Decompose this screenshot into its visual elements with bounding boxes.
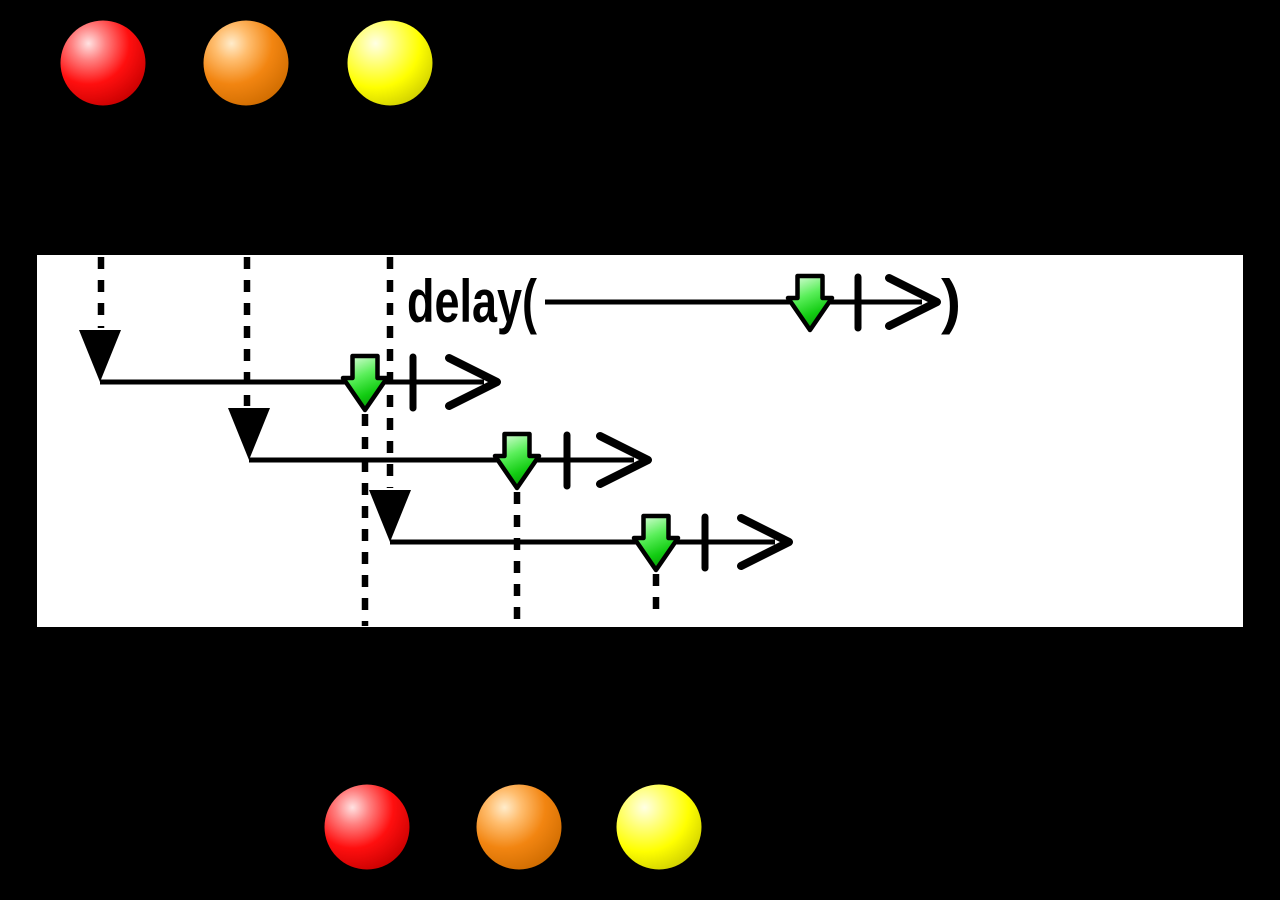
timeline-arrowhead-red-icon	[445, 354, 501, 410]
output-marble-orange	[476, 784, 562, 870]
output-marble-red	[324, 784, 410, 870]
inner-timeline-red	[79, 330, 501, 410]
operator-label-close: )	[941, 268, 961, 335]
operator-signature: delay( )	[407, 268, 961, 335]
output-marble-yellow	[616, 784, 702, 870]
inner-timeline-orange	[228, 408, 652, 488]
source-marble-red	[60, 20, 146, 106]
output-stream	[324, 784, 702, 870]
operator-box	[37, 255, 1243, 627]
source-marble-orange	[203, 20, 289, 106]
operator-label-open: delay(	[407, 268, 537, 335]
emission-dashlines	[361, 414, 660, 626]
timeline-arrowhead-yellow-icon	[737, 514, 793, 570]
inner-timeline-yellow	[369, 490, 793, 570]
source-stream	[60, 20, 433, 106]
signature-arrowhead-icon	[885, 274, 941, 330]
timeline-arrowhead-orange-icon	[596, 432, 652, 488]
source-marble-yellow	[347, 20, 433, 106]
